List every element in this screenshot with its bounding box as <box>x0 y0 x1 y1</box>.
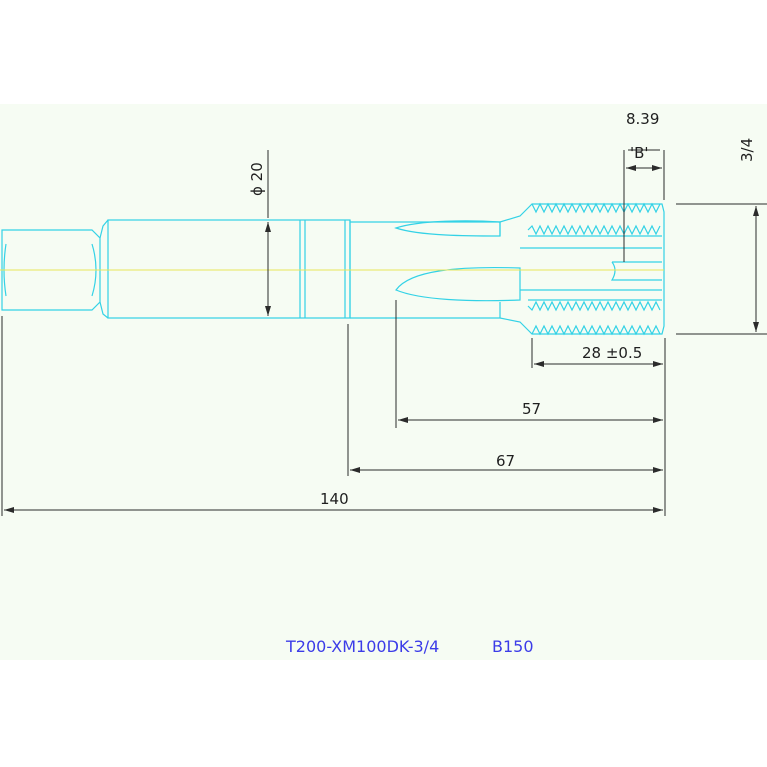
shank <box>107 219 351 319</box>
dim-3-4: 3/4 <box>738 138 756 162</box>
dim-140: 140 <box>320 490 349 508</box>
part-code: B150 <box>492 637 534 656</box>
dim-8-39: 8.39 <box>626 110 659 128</box>
detail-label: 'B' <box>630 144 649 162</box>
flute-lower <box>395 266 521 302</box>
tap-outline <box>1 202 665 336</box>
dim-57: 57 <box>522 400 541 418</box>
thread-top <box>531 202 661 214</box>
part-number: T200-XM100DK-3/4 <box>285 637 439 656</box>
dimension-lines <box>1 149 767 516</box>
flute-upper <box>394 220 501 237</box>
drawing-sheet <box>0 104 767 660</box>
body <box>350 203 665 335</box>
dim-28: 28 ±0.5 <box>582 344 642 362</box>
dim-67: 67 <box>496 452 515 470</box>
dim-diameter: ϕ 20 <box>248 162 266 196</box>
thread-bottom <box>531 324 661 336</box>
neck <box>99 219 109 239</box>
